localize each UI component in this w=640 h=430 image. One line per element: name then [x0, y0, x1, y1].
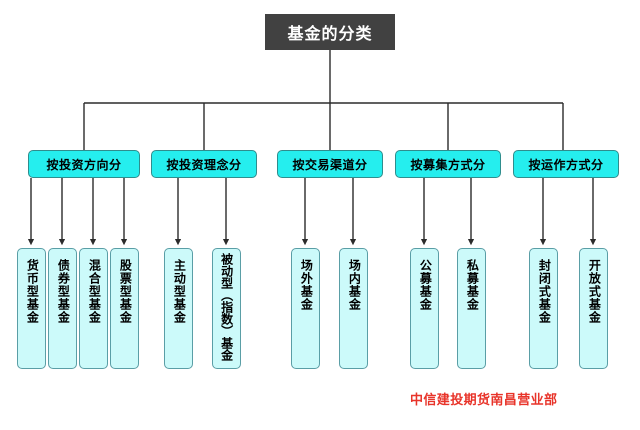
category-node-label: 按投资理念分 [166, 157, 242, 172]
leaf-node-equity-fund[interactable]: 股票型基金 [110, 248, 139, 369]
leaf-node-label: 公募基金 [418, 259, 433, 311]
leaf-node-label: 货币型基金 [25, 259, 40, 324]
leaf-node-label: 场内基金 [347, 259, 362, 311]
leaf-node-label: 开放式基金 [587, 259, 602, 324]
leaf-node-label: 场外基金 [299, 259, 314, 311]
footer-credit: 中信建投期货南昌营业部 [410, 393, 558, 408]
category-node-label: 按投资方向分 [46, 157, 122, 172]
category-node-label: 按募集方式分 [410, 157, 486, 172]
leaf-node-bond-fund[interactable]: 债券型基金 [48, 248, 77, 369]
leaf-node-label: 私募基金 [465, 259, 480, 311]
leaf-node-money-market-fund[interactable]: 货币型基金 [17, 248, 46, 369]
leaf-node-open-end-fund[interactable]: 开放式基金 [579, 248, 608, 369]
category-node-fundraising-method[interactable]: 按募集方式分 [395, 150, 501, 178]
leaf-node-label: 混合型基金 [87, 259, 102, 324]
leaf-node-otc-fund[interactable]: 场外基金 [291, 248, 320, 369]
category-node-investment-direction[interactable]: 按投资方向分 [28, 150, 140, 178]
leaf-node-hybrid-fund[interactable]: 混合型基金 [79, 248, 108, 369]
leaf-node-label: 主动型基金 [172, 259, 187, 324]
category-node-label: 按交易渠道分 [292, 157, 368, 172]
category-node-trading-channel[interactable]: 按交易渠道分 [277, 150, 383, 178]
category-node-investment-philosophy[interactable]: 按投资理念分 [151, 150, 257, 178]
root-node-label: 基金的分类 [287, 24, 373, 43]
leaf-node-label: 被动型（指数）基金 [219, 253, 234, 361]
leaf-node-active-fund[interactable]: 主动型基金 [164, 248, 193, 369]
leaf-node-label: 股票型基金 [118, 259, 133, 324]
category-node-label: 按运作方式分 [528, 157, 604, 172]
leaf-node-label: 封闭式基金 [537, 259, 552, 324]
leaf-node-private-offering-fund[interactable]: 私募基金 [457, 248, 486, 369]
leaf-node-closed-end-fund[interactable]: 封闭式基金 [529, 248, 558, 369]
leaf-node-passive-index-fund[interactable]: 被动型（指数）基金 [212, 248, 241, 369]
leaf-node-public-offering-fund[interactable]: 公募基金 [410, 248, 439, 369]
leaf-node-exchange-traded-fund[interactable]: 场内基金 [339, 248, 368, 369]
root-node: 基金的分类 [265, 14, 395, 50]
category-node-operation-method[interactable]: 按运作方式分 [513, 150, 619, 178]
leaf-node-label: 债券型基金 [56, 259, 71, 324]
